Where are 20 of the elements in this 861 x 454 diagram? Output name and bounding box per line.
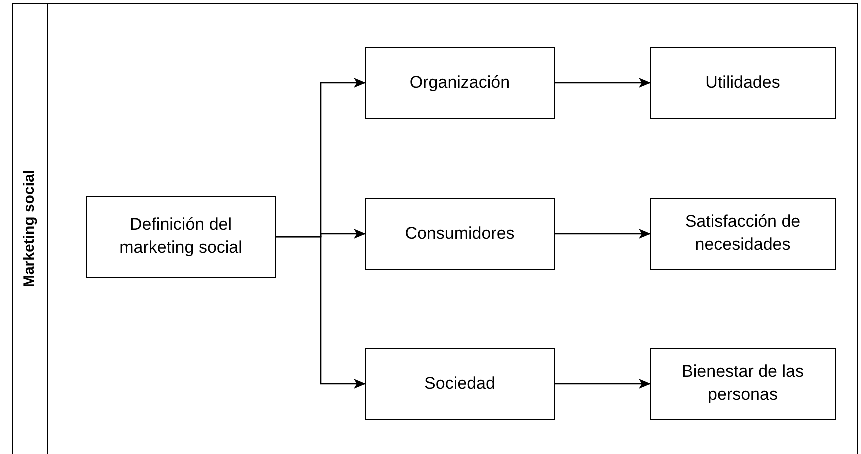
pool-frame xyxy=(12,3,858,454)
box-label: Satisfacción de necesidades xyxy=(684,211,802,256)
pool-title: Marketing social xyxy=(20,170,39,288)
box-label: Sociedad xyxy=(424,372,496,395)
arrow xyxy=(555,229,651,239)
box-label: Definición del marketing social xyxy=(118,214,244,259)
box-label: Utilidades xyxy=(706,72,780,94)
box-label: Consumidores xyxy=(405,222,515,245)
process-box xyxy=(650,47,836,119)
arrow xyxy=(555,379,651,389)
arrow xyxy=(276,236,366,389)
process-box xyxy=(365,198,555,270)
process-box xyxy=(365,47,555,119)
process-box xyxy=(650,198,836,270)
process-box xyxy=(650,348,836,420)
process-box xyxy=(86,196,276,278)
box-label: Bienestar de las personas xyxy=(681,361,805,406)
arrow xyxy=(555,78,651,88)
box-label: Organización xyxy=(410,72,510,94)
process-box xyxy=(365,348,555,420)
